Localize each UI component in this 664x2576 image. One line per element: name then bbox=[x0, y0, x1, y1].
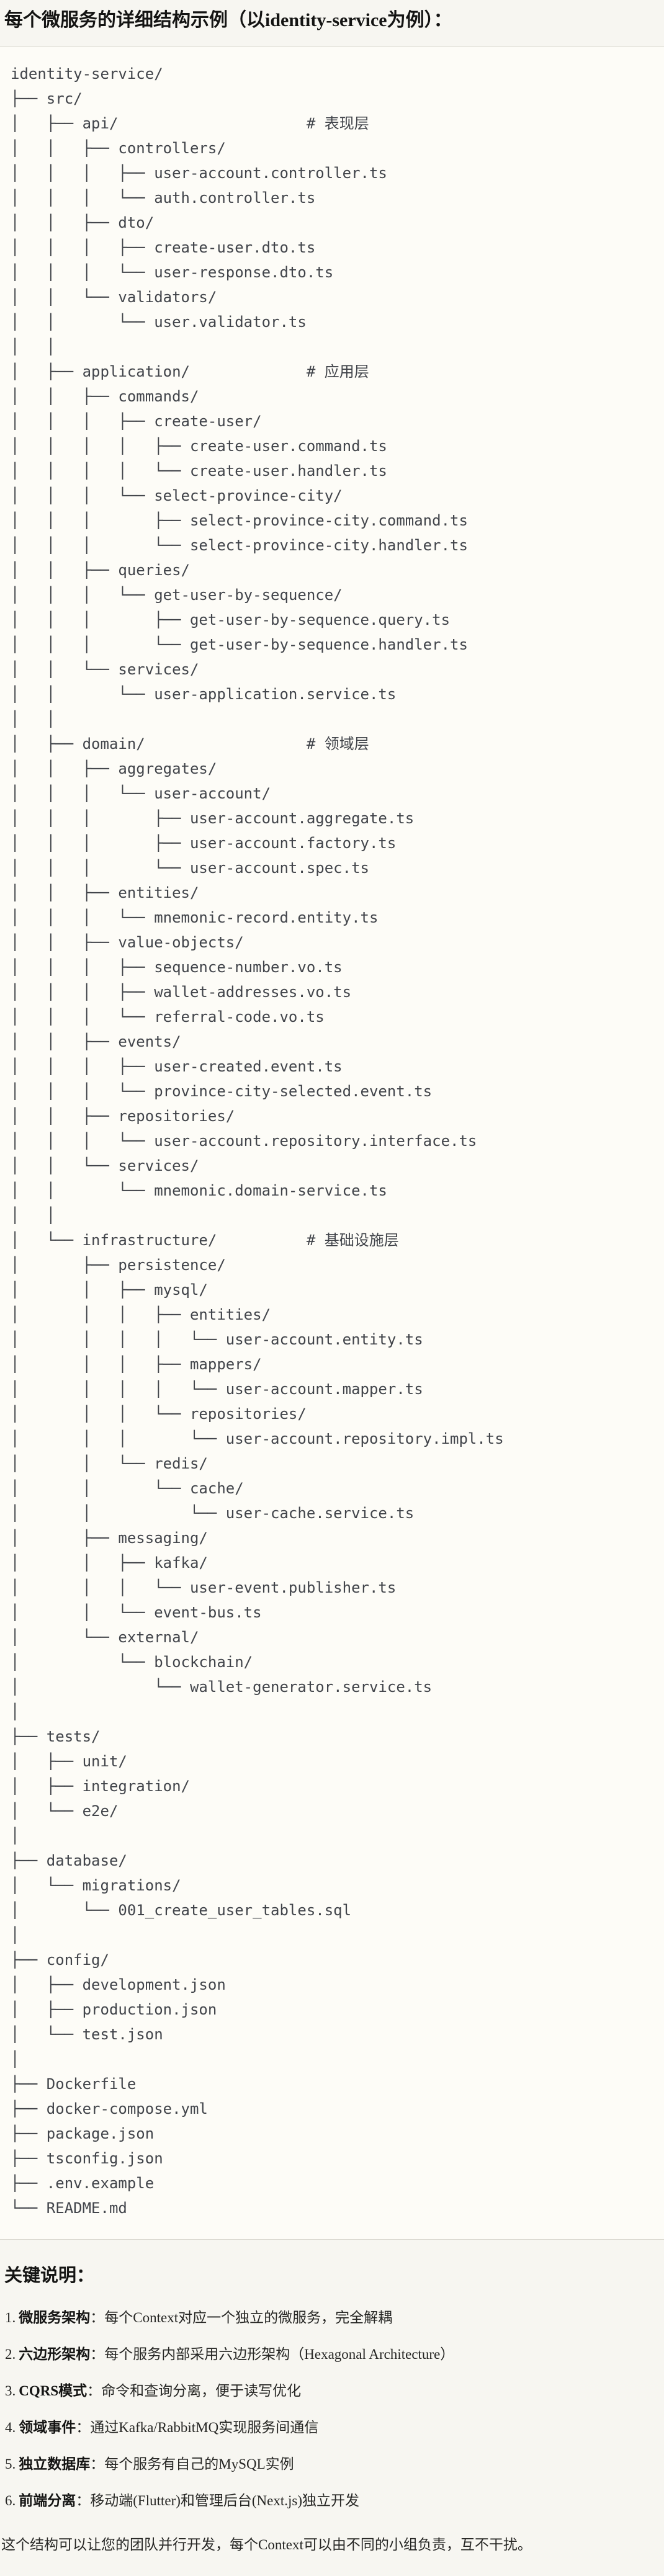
item-text: ：每个Context对应一个独立的微服务，完全解耦 bbox=[90, 2309, 393, 2325]
item-number: 1. bbox=[5, 2309, 16, 2325]
list-item: 3.CQRS模式：命令和查询分离，便于读写优化 bbox=[5, 2381, 658, 2400]
item-label: 领域事件 bbox=[19, 2419, 76, 2435]
item-text: ：每个服务有自己的MySQL实例 bbox=[90, 2456, 294, 2472]
item-text: ：每个服务内部采用六边形架构（Hexagonal Architecture） bbox=[90, 2346, 455, 2362]
item-number: 3. bbox=[5, 2382, 16, 2399]
item-text: ：通过Kafka/RabbitMQ实现服务间通信 bbox=[76, 2419, 319, 2435]
list-item: 4.领域事件：通过Kafka/RabbitMQ实现服务间通信 bbox=[5, 2418, 658, 2437]
list-item: 6.前端分离：移动端(Flutter)和管理后台(Next.js)独立开发 bbox=[5, 2491, 658, 2510]
list-item: 2.六边形架构：每个服务内部采用六边形架构（Hexagonal Architec… bbox=[5, 2345, 658, 2364]
closing-paragraph: 这个结构可以让您的团队并行开发，每个Context可以由不同的小组负责，互不干扰… bbox=[1, 2537, 532, 2553]
tree-pre: identity-service/ ├── src/ │ ├── api/ # … bbox=[11, 65, 504, 2217]
notes-list: 1.微服务架构：每个Context对应一个独立的微服务，完全解耦 2.六边形架构… bbox=[0, 2308, 664, 2510]
notes-heading: 关键说明： bbox=[4, 2265, 95, 2286]
page-title: 每个微服务的详细结构示例（以identity-service为例）： bbox=[4, 10, 452, 30]
item-text: ：命令和查询分离，便于读写优化 bbox=[87, 2382, 302, 2399]
list-item: 5.独立数据库：每个服务有自己的MySQL实例 bbox=[5, 2454, 658, 2474]
item-number: 5. bbox=[5, 2456, 16, 2472]
item-label: 六边形架构 bbox=[19, 2346, 91, 2362]
item-label: 前端分离 bbox=[19, 2492, 76, 2508]
directory-tree-block: identity-service/ ├── src/ │ ├── api/ # … bbox=[0, 45, 664, 2240]
item-label: 微服务架构 bbox=[19, 2309, 91, 2325]
item-text: ：移动端(Flutter)和管理后台(Next.js)独立开发 bbox=[76, 2492, 360, 2508]
item-label: CQRS模式 bbox=[19, 2382, 87, 2399]
item-number: 4. bbox=[5, 2419, 16, 2435]
item-number: 2. bbox=[5, 2346, 16, 2362]
item-number: 6. bbox=[5, 2492, 16, 2508]
list-item: 1.微服务架构：每个Context对应一个独立的微服务，完全解耦 bbox=[5, 2308, 658, 2327]
item-label: 独立数据库 bbox=[19, 2456, 91, 2472]
